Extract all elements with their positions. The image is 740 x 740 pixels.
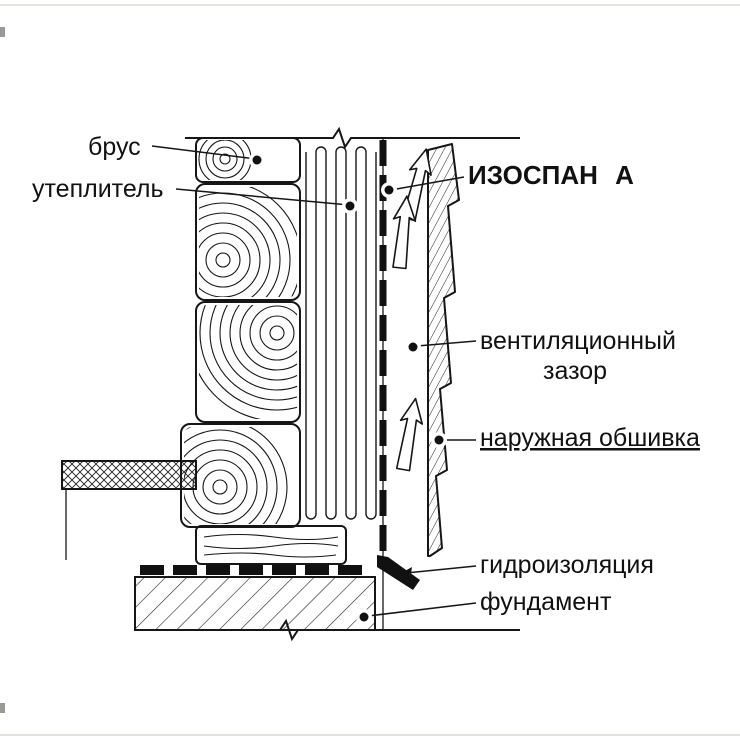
leader-dot: [384, 185, 394, 195]
leader-dot: [359, 612, 369, 622]
wood-grain-log1: [198, 140, 252, 180]
leader-arrowhead: [396, 567, 412, 580]
label-gidroizolyaciya: гидроизоляция: [480, 551, 654, 579]
leader-dot: [408, 342, 418, 352]
leader-dot: [345, 201, 355, 211]
membrane-foot-wedge: [377, 555, 420, 590]
label-izospan: ИЗОСПАН А: [468, 160, 634, 190]
airflow-arrow-icon: [395, 397, 424, 472]
waterproofing-layer: [140, 565, 362, 575]
bottom-cut-line: [135, 618, 520, 642]
leader-dot: [434, 435, 444, 445]
label-vent-zazor-line2: зазор: [543, 357, 607, 385]
scan-border-artifacts: [0, 4, 740, 736]
wood-grain-log4: [184, 427, 288, 524]
airflow-arrow-icon: [392, 195, 417, 270]
annotations: брус утеплитель ИЗОСПАН А вентиляционный…: [32, 133, 700, 625]
floor-assembly: [61, 460, 197, 560]
foundation-block: [134, 576, 376, 631]
sill-plank: [195, 525, 347, 565]
label-obshivka: наружная обшивка: [480, 424, 700, 452]
wood-grain-log3: [199, 305, 297, 419]
leader-dot: [252, 155, 262, 165]
membrane-izospan: [377, 138, 420, 630]
timber-wall: [180, 137, 301, 528]
label-fundament: фундамент: [480, 588, 612, 616]
insulation-layer: [305, 146, 377, 520]
top-cut-line: [185, 126, 520, 150]
outer-cladding: [427, 143, 460, 557]
label-brus: брус: [88, 133, 141, 161]
label-uteplitel: утеплитель: [32, 175, 164, 203]
label-vent-zazor-line1: вентиляционный: [480, 327, 676, 355]
